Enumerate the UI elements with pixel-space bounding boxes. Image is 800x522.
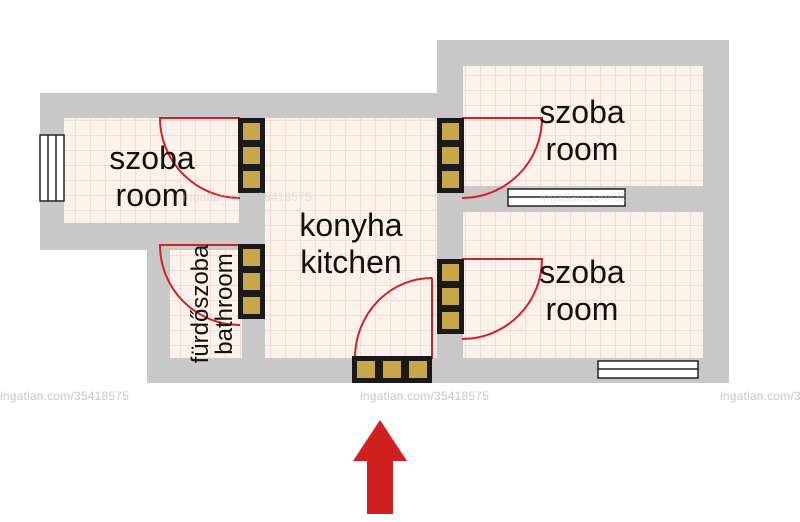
kitchen-hu: konyha [299,207,403,243]
room-label-bathroom: fürdőszoba bathroom [187,240,241,368]
room-west-hu: szoba [109,140,195,176]
door-frame-se [437,259,464,334]
kitchen-en: kitchen [300,243,402,280]
floor-room-se [463,212,703,358]
door-swing-west [158,117,241,199]
window-ne [507,188,626,207]
door-swing-bathroom [158,244,241,326]
bathroom-hu: fürdőszoba [187,244,214,364]
door-swings [158,117,544,359]
door-swing-ne [461,117,544,199]
floor-room-west [64,118,239,223]
watermark-bottom-right: ingatlan.com/35418575 [720,389,800,403]
floor-bathroom [170,250,242,358]
room-ne-en: room [545,130,619,167]
floor-kitchen [265,118,437,358]
room-se-hu: szoba [539,254,625,290]
watermark-west-room: ingatlan.com/35418575 [183,190,312,204]
room-se-en: room [545,290,619,327]
room-label-west: szoba room [100,140,204,214]
door-swing-entrance [353,277,433,359]
door-swing-se [461,258,544,340]
room-label-se: szoba room [528,254,636,328]
door-frame-entrance [352,356,432,383]
room-label-ne: szoba room [528,94,636,168]
door-frame-west [238,118,265,193]
window-west [39,134,65,202]
entrance-arrow-icon [353,420,407,514]
floor-room-ne [463,66,703,186]
watermark-ne-room: ingatlan.com/35418575 [540,190,669,204]
watermark-bottom-center: ingatlan.com/35418575 [360,389,489,403]
window-se [597,360,699,379]
room-west-en: room [115,176,189,213]
room-ne-hu: szoba [539,94,625,130]
door-frame-bathroom [238,244,265,319]
watermark-bottom-left: ingatlan.com/35418575 [0,389,129,403]
door-frame-ne [437,118,464,193]
room-label-kitchen: konyha kitchen [288,207,414,281]
bathroom-en: bathroom [211,253,238,355]
